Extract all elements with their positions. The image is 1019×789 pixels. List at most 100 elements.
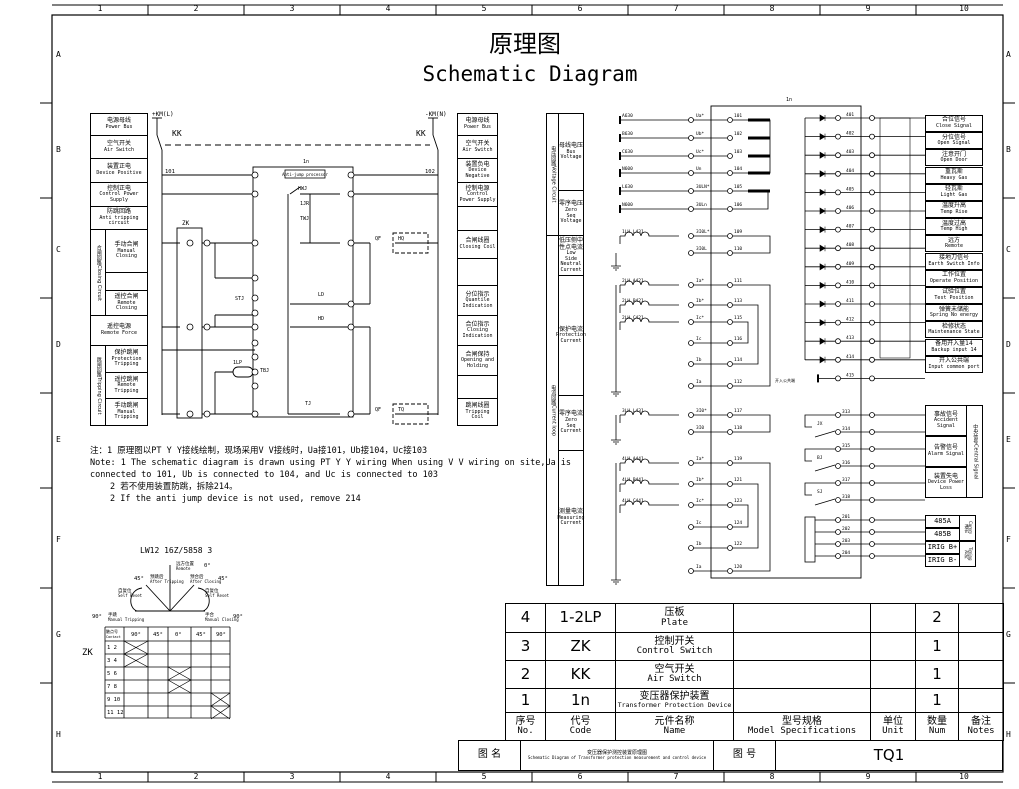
label-cn: 空气开关: [465, 139, 490, 147]
label-cn: 电源母线: [106, 117, 131, 125]
bom-cell: [958, 632, 1004, 661]
zk-label: ZK: [182, 220, 190, 227]
terminal: [869, 480, 875, 486]
label-cn: 控制正电: [106, 184, 131, 192]
grid-column-number: 7: [673, 772, 679, 781]
pin-number: 315: [842, 443, 850, 449]
bom-cell: [733, 688, 871, 713]
group-en: Tripping Circuit: [95, 376, 102, 415]
label-cn: 重瓦斯: [944, 168, 963, 176]
position-angle: 45°: [134, 576, 144, 582]
device-pin: [727, 188, 733, 194]
label-cn: 开入公共端: [938, 357, 969, 365]
terminal-label: Ic: [696, 336, 702, 342]
device-pin: [835, 497, 841, 503]
terminal: [688, 302, 694, 308]
zk-model: LW12 16Z/5858 3: [140, 546, 213, 555]
ct-coil: [620, 500, 679, 506]
grid-column-number: 4: [385, 772, 391, 781]
label-cn: 告警信号: [933, 444, 958, 452]
note-line: 注：1 原理图以PT Y Y接线绘制，现场采用V V接线时，Ua接101，Ub接…: [90, 446, 428, 456]
optocoupler-icon: [819, 133, 826, 141]
terminal-label: Uc*: [696, 149, 704, 155]
pin-number: 412: [846, 317, 854, 323]
grid-column-number: 10: [959, 4, 969, 13]
relay-wire: [804, 414, 835, 428]
header-cn: 型号规格: [782, 715, 822, 727]
device-pin: [727, 502, 733, 508]
label-cn: 温度过高: [941, 219, 966, 227]
wire-101-label: 101: [165, 169, 175, 175]
label-en: Manual Tripping: [114, 408, 139, 421]
terminal: [688, 524, 694, 530]
terminal: [688, 206, 694, 212]
device-pin: [835, 319, 841, 326]
terminal: [688, 135, 694, 141]
label-en: Accident Signal: [933, 417, 959, 429]
terminal-pin: [251, 294, 259, 302]
note-line: 2 若不使用装置防跳，拆除214。: [110, 482, 238, 492]
component-label: TBJ: [260, 368, 269, 374]
label-cn: 合闸线圈: [465, 237, 490, 245]
bom-cell: 3: [505, 632, 546, 661]
terminal: [688, 188, 694, 194]
terminal: [688, 481, 694, 487]
terminal-pin: [251, 190, 259, 198]
terminal-label: Ua*: [696, 113, 704, 119]
grid-row-letter: B: [1006, 145, 1011, 154]
group-cn: 通讯: [963, 523, 969, 533]
source-label: 4LH A441: [622, 456, 644, 462]
grid-column-number: 1: [97, 4, 103, 13]
group-cn: 中央信号: [972, 423, 979, 444]
grid-row-letter: F: [56, 535, 61, 544]
label-en: Power Bus: [463, 124, 492, 131]
device-pin: [727, 383, 733, 389]
grid-column-number: 9: [865, 772, 871, 781]
device-pin: [727, 481, 733, 487]
contact-closed-mark: [210, 692, 231, 707]
label-cn: 注意开门: [941, 150, 966, 158]
terminal-pin: [251, 339, 259, 347]
number: TQ1: [873, 745, 905, 764]
optocoupler-icon: [819, 319, 826, 327]
pin-number: 408: [846, 242, 854, 248]
optocoupler-icon: [819, 337, 826, 345]
label-en: Low Side Neutral Current: [560, 250, 582, 273]
header-en: No.: [517, 726, 534, 737]
label-en: Backup input 14: [931, 346, 977, 353]
terminal-pin: [347, 410, 355, 418]
source-label: A630: [622, 113, 633, 119]
position-angle: 45°: [218, 576, 228, 582]
label-en: Remote: [944, 243, 964, 250]
device-pin: [835, 301, 841, 307]
terminal-label: Un: [696, 166, 702, 172]
bom-num: 1: [932, 664, 942, 683]
terminal: [688, 170, 694, 176]
terminal-pin: [251, 239, 259, 247]
optocoupler-icon: [819, 114, 826, 122]
pin-number: 110: [734, 246, 742, 252]
terminal: [869, 170, 875, 177]
relay-label: SJ: [817, 489, 823, 495]
terminal: [869, 338, 875, 345]
terminal-pin: [251, 323, 259, 331]
terminal: [869, 189, 875, 196]
device-pin: [835, 529, 841, 535]
device-pin: [727, 117, 733, 123]
contact-closed-mark: [210, 705, 231, 720]
header-en: Unit: [882, 726, 904, 737]
optocoupler-icon: [819, 281, 826, 289]
device-pin: [835, 282, 841, 289]
label-cn: 遥控合闸: [114, 293, 139, 301]
terminal-label: Ic: [696, 520, 702, 526]
device-1n-box: [710, 105, 862, 579]
